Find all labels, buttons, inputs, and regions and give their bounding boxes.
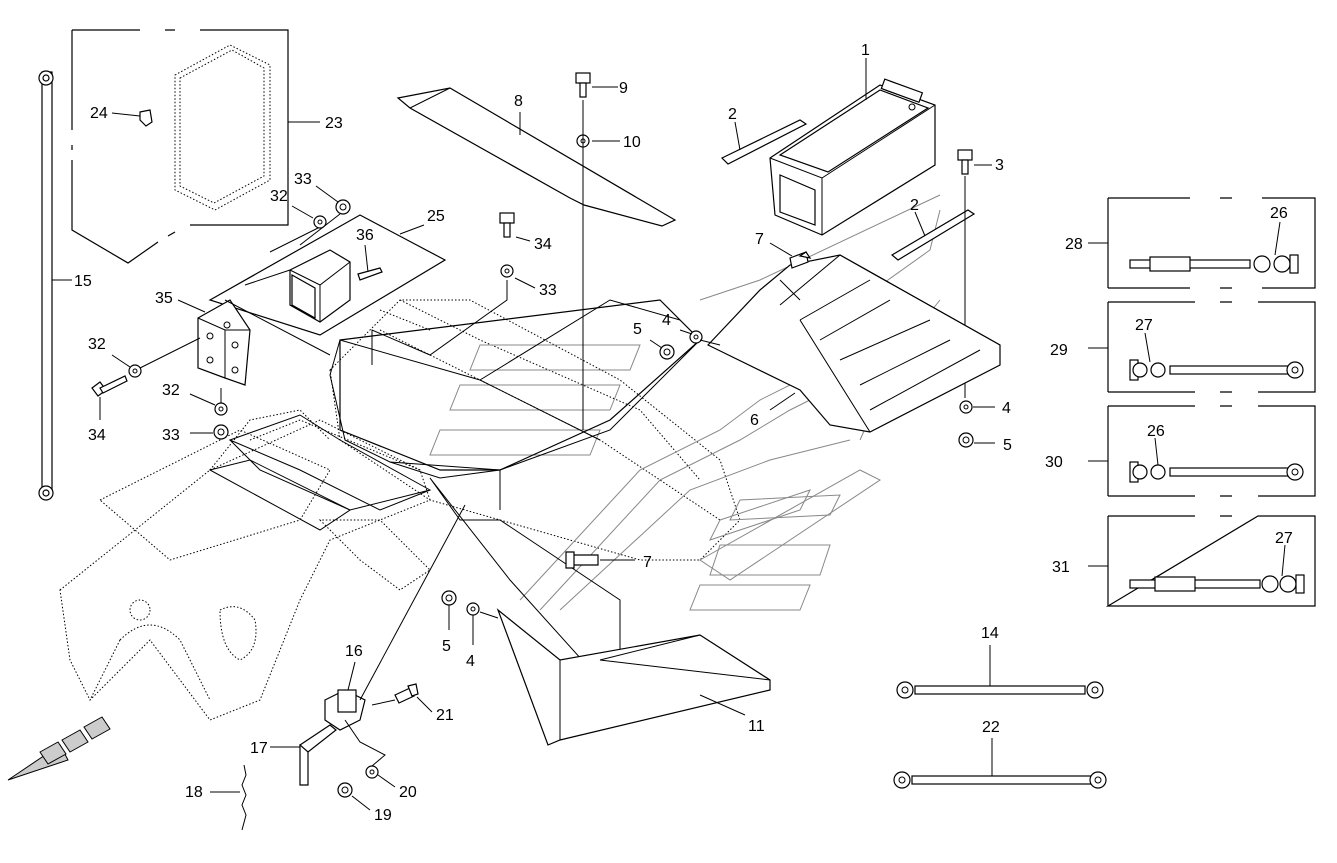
fasteners-center (649, 329, 721, 360)
callout-1: 1 (861, 42, 870, 59)
part-16-switch (324, 504, 466, 731)
callout-3: 3 (995, 157, 1004, 174)
callout-2: 2 (728, 106, 737, 123)
callout-17: 17 (250, 740, 268, 757)
callout-7: 7 (643, 554, 652, 571)
callout-26: 26 (1147, 423, 1165, 440)
callout-8: 8 (514, 93, 523, 110)
callout-10: 10 (623, 134, 641, 151)
callout-5: 5 (633, 321, 642, 338)
callout-35: 35 (155, 290, 173, 307)
part-24-clip (111, 109, 153, 127)
part-22-strap (893, 738, 1107, 789)
bolt-34-center (371, 212, 536, 365)
callout-18: 18 (185, 784, 203, 801)
part-35-bracket (177, 269, 331, 386)
bolt-7-lower (565, 551, 635, 569)
callout-9: 9 (619, 80, 628, 97)
callout-34: 34 (534, 236, 552, 253)
callout-23: 23 (325, 115, 343, 132)
callout-11: 11 (748, 718, 765, 735)
callout-32: 32 (270, 188, 288, 205)
callout-4: 4 (466, 653, 475, 670)
part-23-cover (71, 29, 320, 264)
cable-box-30 (1088, 405, 1316, 497)
callout-34: 34 (88, 427, 106, 444)
part-1-battery (769, 58, 936, 236)
callout-33: 33 (162, 427, 180, 444)
callout-19: 19 (374, 807, 392, 824)
fasteners-top-left (269, 185, 351, 253)
bolt-7-upper (769, 242, 812, 269)
fasteners-lower (441, 590, 499, 645)
callout-27: 27 (1135, 317, 1153, 334)
part-19-20-nuts (337, 719, 396, 811)
callout-labels: 1 2 2 3 4 4 4 5 5 5 6 7 7 8 9 10 11 14 1… (74, 42, 1293, 824)
callout-21: 21 (436, 707, 454, 724)
callout-5: 5 (442, 638, 451, 655)
part-17-key (270, 724, 337, 786)
cable-box-28 (1088, 197, 1316, 289)
part-25-plate (208, 214, 447, 336)
part-11-step (496, 608, 771, 746)
part-18-chain (210, 764, 247, 831)
callout-33: 33 (539, 282, 557, 299)
callout-27: 27 (1275, 530, 1293, 547)
callout-4: 4 (662, 312, 671, 329)
callout-2: 2 (910, 197, 919, 214)
callout-28: 28 (1065, 236, 1083, 253)
callout-32: 32 (88, 336, 106, 353)
callout-7: 7 (755, 231, 764, 248)
callout-26: 26 (1270, 205, 1288, 222)
callout-14: 14 (981, 625, 999, 642)
callout-24: 24 (90, 105, 108, 122)
callout-22: 22 (982, 719, 1000, 736)
part-36-clip (357, 244, 383, 281)
cable-box-29 (1088, 301, 1316, 393)
callout-36: 36 (356, 227, 374, 244)
part-2-bars (720, 119, 976, 261)
callout-20: 20 (399, 784, 417, 801)
part-15-strap (38, 70, 72, 501)
callout-4: 4 (1002, 400, 1011, 417)
part-8-bracket (396, 87, 677, 227)
part-21-bolt (371, 683, 433, 713)
callout-31: 31 (1052, 559, 1070, 576)
callout-30: 30 (1045, 454, 1063, 471)
callout-32: 32 (162, 382, 180, 399)
callout-15: 15 (74, 273, 92, 290)
callout-25: 25 (427, 208, 445, 225)
fasteners-left (91, 337, 229, 440)
callout-6: 6 (750, 412, 759, 429)
part-14-strap (896, 645, 1104, 699)
direction-arrow-icon (7, 716, 111, 781)
callout-29: 29 (1050, 342, 1068, 359)
cable-box-31 (1088, 515, 1316, 607)
fasteners-right (958, 400, 995, 448)
callout-5: 5 (1003, 437, 1012, 454)
bolt-9 (575, 72, 620, 430)
callout-33: 33 (294, 171, 312, 188)
part-6-tray (707, 254, 1001, 433)
callout-16: 16 (345, 643, 363, 660)
main-housing (208, 299, 701, 691)
